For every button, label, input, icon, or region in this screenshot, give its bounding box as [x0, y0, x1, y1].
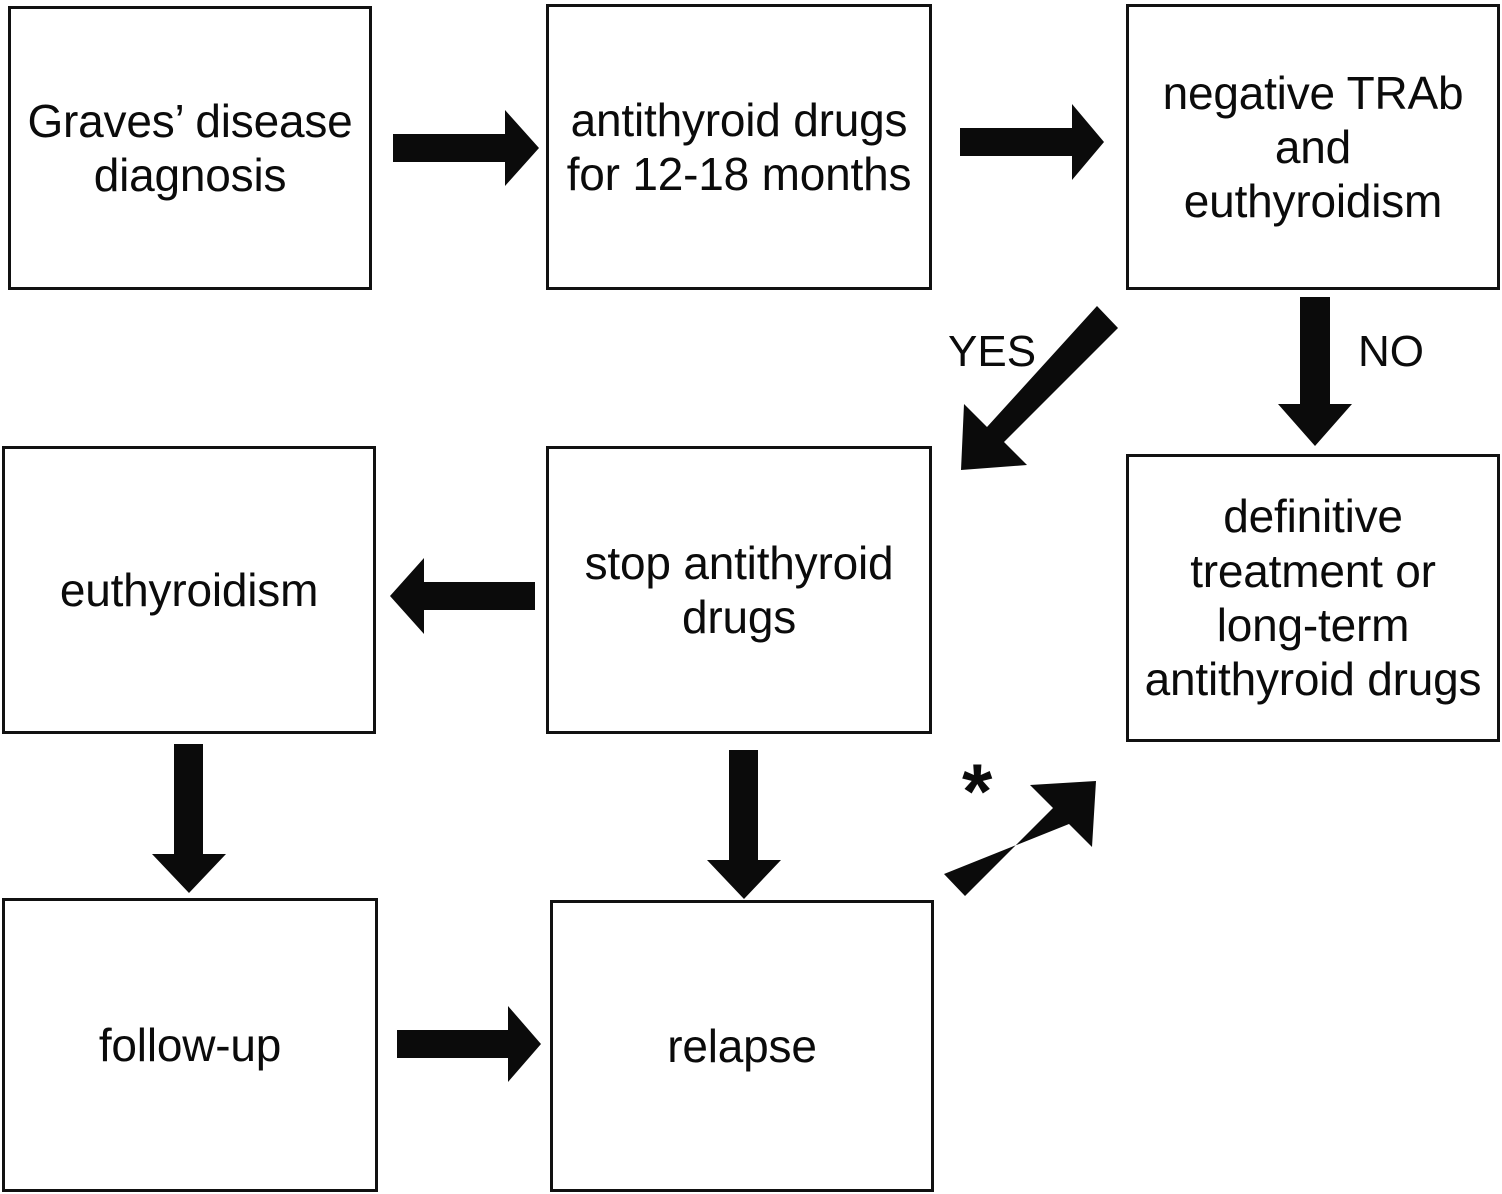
node-follow-up[interactable]: follow-up	[2, 898, 378, 1192]
arrow-euthyroid-to-followup	[152, 744, 226, 893]
node-euthyroidism[interactable]: euthyroidism	[2, 446, 376, 734]
arrow-stop-to-relapse	[707, 750, 781, 899]
arrow-diagnosis-to-atd	[393, 110, 539, 186]
edge-label-yes: YES	[948, 327, 1037, 376]
edge-label-no: NO	[1358, 327, 1424, 376]
node-antithyroid-drugs[interactable]: antithyroid drugs for 12-18 months	[546, 4, 932, 290]
node-negative-trab-euthyroidism[interactable]: negative TRAb and euthyroidism	[1126, 4, 1500, 290]
arrow-trab-to-definitive	[1278, 297, 1352, 446]
node-relapse[interactable]: relapse	[550, 900, 934, 1192]
arrow-followup-to-relapse	[397, 1006, 541, 1082]
node-stop-antithyroid-drugs[interactable]: stop antithyroid drugs	[546, 446, 932, 734]
arrow-stop-to-euthyroid	[390, 558, 535, 634]
arrow-atd-to-trab	[960, 104, 1104, 180]
node-definitive-treatment[interactable]: definitive treatment or long-term antith…	[1126, 454, 1500, 742]
node-graves-disease-diagnosis[interactable]: Graves’ disease diagnosis	[8, 6, 372, 290]
asterisk-annotation: *	[962, 747, 993, 835]
